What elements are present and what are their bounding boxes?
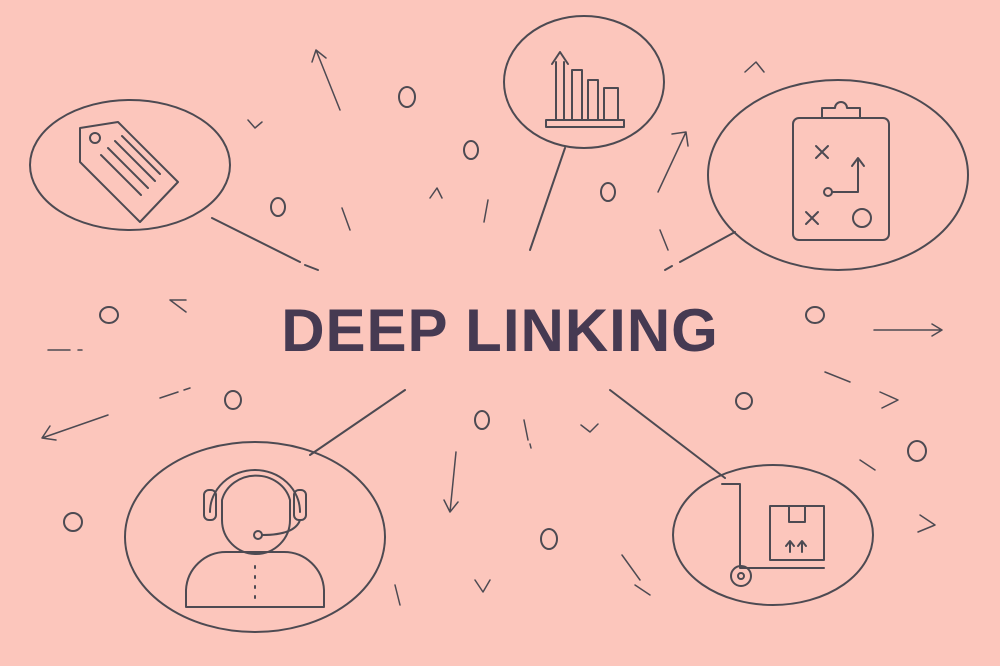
decorative-arrows (41, 49, 943, 606)
strategy-clipboard-icon (792, 101, 890, 241)
decorative-circles (63, 86, 927, 550)
bubble-clipboard (707, 79, 969, 271)
hand-truck-box-icon (721, 483, 825, 587)
support-agent-icon (185, 469, 325, 608)
bar-chart-icon (545, 51, 625, 128)
price-tag-icon (79, 121, 179, 223)
page-title: DEEP LINKING (281, 297, 719, 364)
bubble-chart (503, 15, 665, 149)
bubble-agent (124, 441, 386, 633)
bubble-tag (29, 99, 231, 231)
connector-lines (211, 147, 736, 479)
bubble-delivery (672, 464, 874, 606)
